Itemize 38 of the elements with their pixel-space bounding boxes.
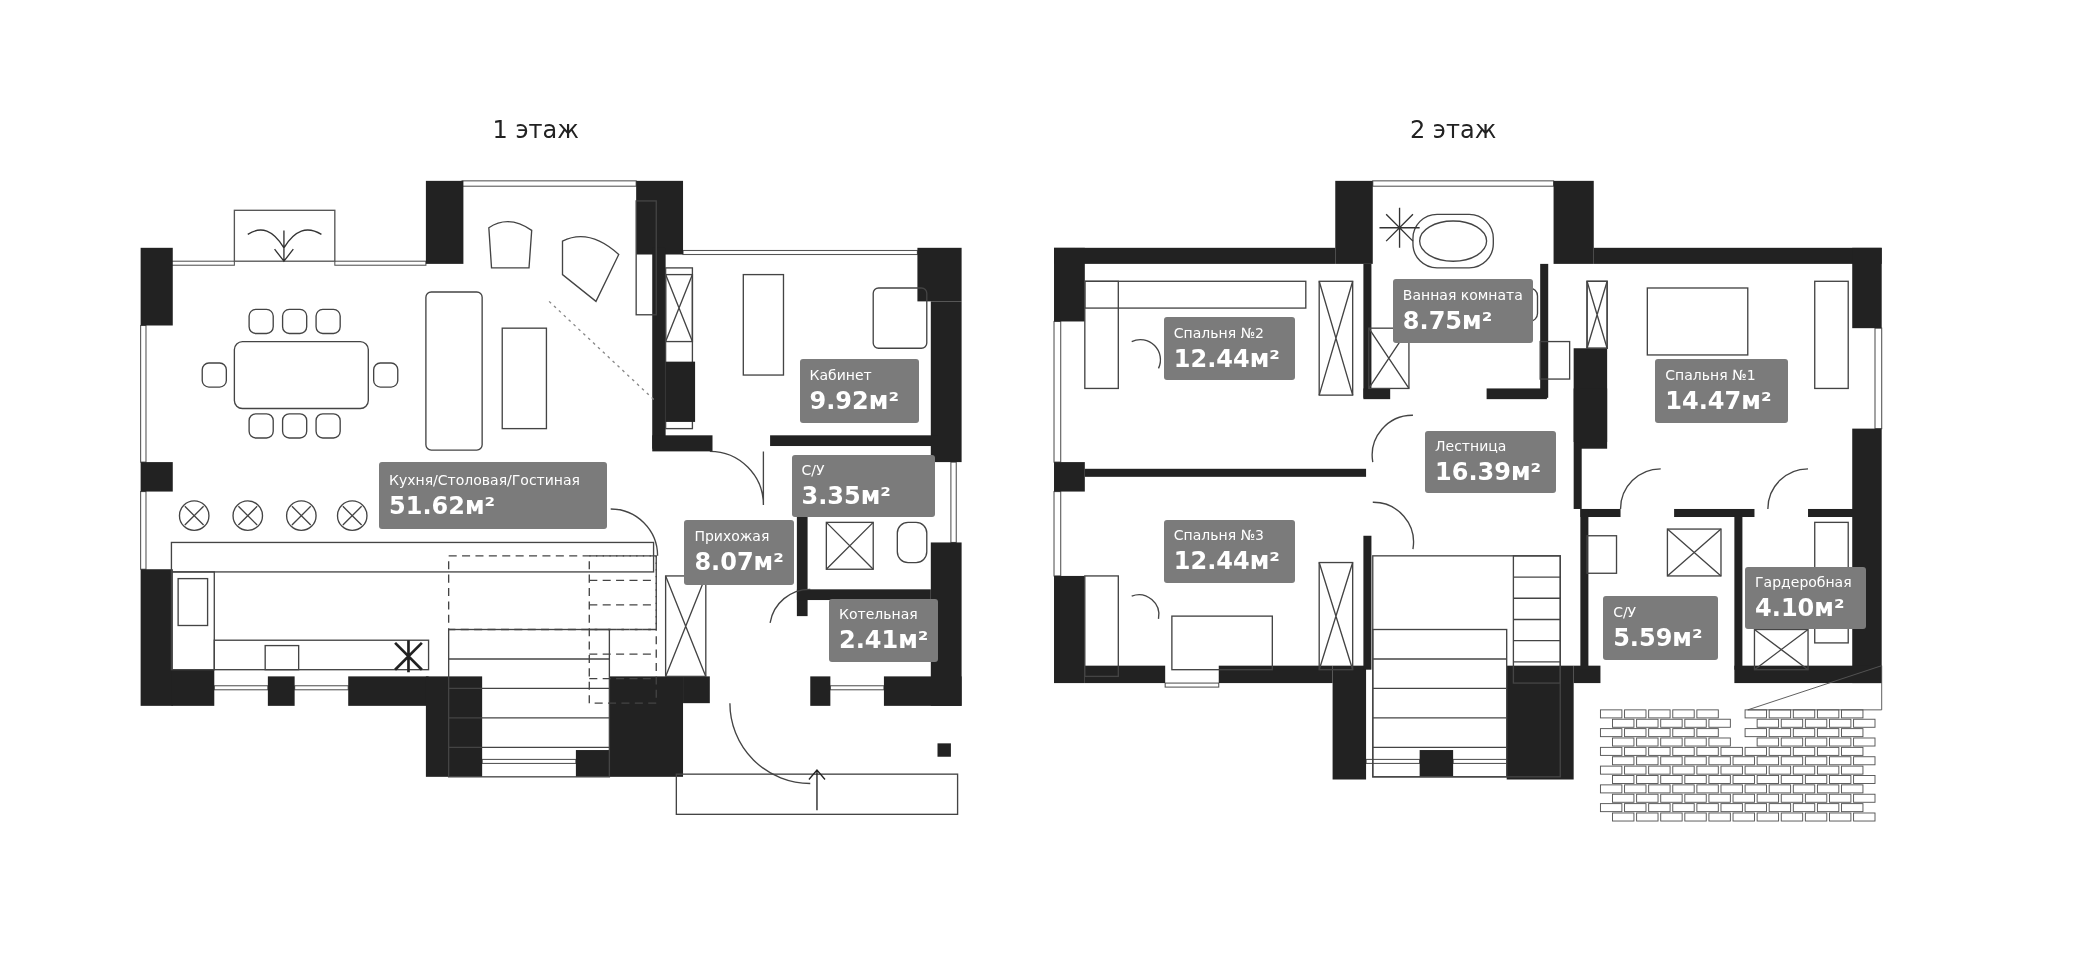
room-label	[1392, 278, 1533, 343]
room-name: Кухня/Столовая/Гостиная	[389, 471, 581, 489]
floor-title: 1 этаж	[492, 115, 579, 144]
room-label	[1603, 595, 1719, 661]
room-name: С/У	[1613, 604, 1638, 622]
room-name: Прихожая	[694, 528, 771, 546]
room-name: Спальня №3	[1173, 527, 1266, 545]
room-area: 16.39м²	[1435, 458, 1547, 487]
floor-title: 2 этаж	[1409, 115, 1497, 144]
room-area: 8.75м²	[1402, 306, 1523, 335]
room-area: 4.10м²	[1755, 594, 1856, 622]
room-name: Котельная	[839, 606, 919, 624]
room-name: Лестница	[1435, 438, 1508, 456]
room-label	[379, 462, 607, 529]
room-name: Кабинет	[809, 367, 873, 385]
room-area: 5.59м²	[1613, 624, 1709, 653]
room-name: С/У	[801, 462, 826, 480]
room-name: Гардеробная	[1755, 574, 1853, 591]
room-label	[799, 358, 919, 424]
room-area: 12.44м²	[1173, 344, 1286, 373]
room-label	[1425, 431, 1557, 493]
room-area: 9.92м²	[809, 387, 909, 416]
room-area: 14.47м²	[1665, 387, 1778, 416]
room-area: 3.35м²	[801, 482, 925, 511]
room-area: 51.62м²	[389, 491, 597, 520]
room-area: 2.41м²	[839, 626, 929, 655]
room-label	[791, 455, 935, 517]
room-label	[1745, 566, 1866, 630]
room-label	[1163, 317, 1296, 381]
room-label	[684, 519, 794, 586]
room-label	[1655, 358, 1788, 424]
room-area: 12.44м²	[1173, 547, 1286, 576]
room-label	[829, 598, 939, 662]
room-label	[1163, 519, 1296, 583]
room-area: 8.07м²	[694, 548, 784, 577]
room-name: Ванная комната	[1402, 286, 1523, 304]
room-name: Спальня №2	[1173, 324, 1266, 342]
room-name: Спальня №1	[1665, 367, 1757, 385]
